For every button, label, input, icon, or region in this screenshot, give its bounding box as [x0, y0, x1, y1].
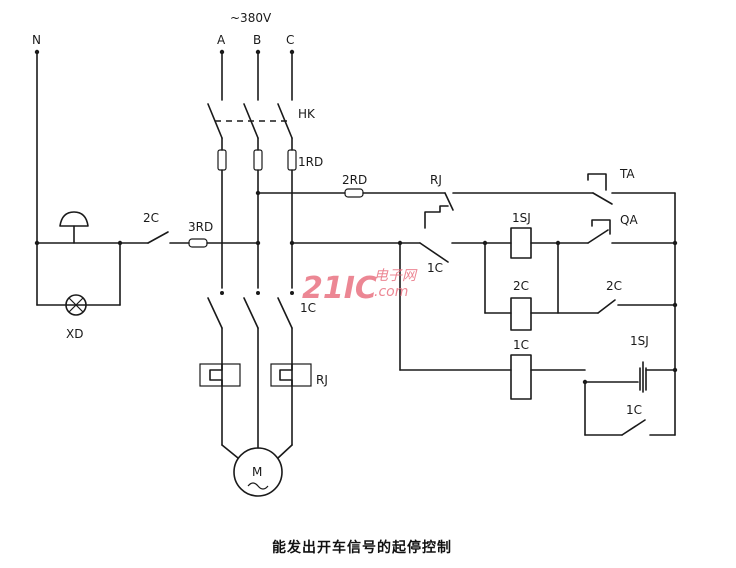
knife-switch-hk [207, 103, 293, 139]
coil-2c-branch [484, 242, 676, 331]
label-1rd: 1RD [298, 155, 323, 169]
label-voltage: ~380V [230, 11, 272, 25]
fuse-1rd [217, 137, 297, 289]
lamp-xd-icon [65, 294, 87, 316]
label-rj-top: RJ [430, 173, 442, 187]
label-xd: XD [66, 327, 83, 341]
label-1sj-contact: 1SJ [630, 334, 649, 348]
label-phase-c: C [286, 33, 294, 47]
label-2c-left: 2C [143, 211, 159, 225]
control-rung-middle [291, 219, 676, 263]
thermal-relay-rj [199, 363, 312, 387]
label-3rd: 3RD [188, 220, 213, 234]
phase-lines [219, 49, 295, 101]
label-1c-main: 1C [300, 301, 316, 315]
control-rung-top [257, 173, 678, 436]
motor-icon [221, 444, 293, 497]
bell-icon [59, 211, 89, 244]
label-1sj-coil: 1SJ [512, 211, 531, 225]
label-phase-a: A [217, 33, 226, 47]
watermark-brand: 21IC [302, 271, 377, 306]
watermark-suffix: .com [374, 284, 408, 300]
watermark-domain: 电子网 [374, 268, 418, 284]
label-phase-b: B [253, 33, 261, 47]
label-qa: QA [620, 213, 638, 227]
label-1c-coil: 1C [513, 338, 529, 352]
diagram-caption: 能发出开车信号的起停控制 [272, 539, 452, 556]
label-1c-upper: 1C [427, 261, 443, 275]
coil-1c-branch [399, 242, 676, 436]
label-n: N [32, 33, 41, 47]
neutral-branch [34, 49, 149, 306]
label-1c-lower: 1C [626, 403, 642, 417]
contact-2c-left [147, 231, 190, 244]
label-hk: HK [298, 107, 316, 121]
label-motor: M [252, 465, 262, 479]
label-2c-coil: 2C [513, 279, 529, 293]
fuse-3rd [188, 238, 261, 248]
label-rj-thermal: RJ [316, 373, 328, 387]
label-ta: TA [619, 167, 635, 181]
label-2rd: 2RD [342, 173, 367, 187]
label-2c-right: 2C [606, 279, 622, 293]
